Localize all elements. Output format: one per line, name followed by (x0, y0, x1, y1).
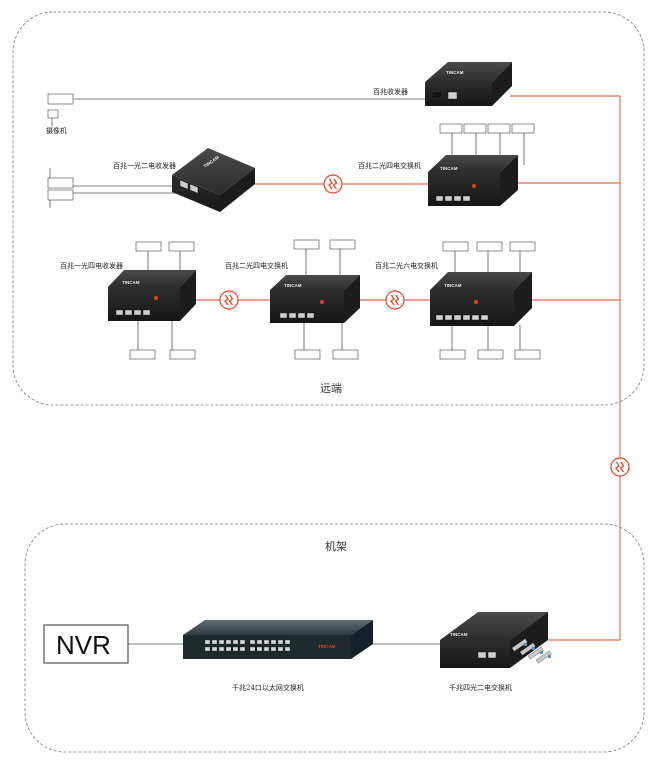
svg-text:TINCAM: TINCAM (444, 283, 462, 288)
device-port-box-icon (329, 239, 356, 250)
device-port-box-icon (294, 349, 321, 360)
device-port-box-icon (509, 241, 536, 252)
remote-zone-label: 远端 (320, 382, 342, 395)
fiber-trunk (510, 95, 621, 641)
device-port-box-icon (129, 349, 156, 360)
device-port-box-icon (135, 241, 162, 252)
device-port-box-icon (439, 123, 463, 134)
fast-2f6e-switch-device: TINCAM (430, 272, 532, 326)
device-port-box-icon (476, 241, 503, 252)
fast-1f2e-transceiver-device: TINCAM (172, 148, 255, 212)
rack-zone-label: 机架 (325, 539, 347, 553)
fast-2f4e-switch-mid-label: 百兆二光四电交换机 (225, 261, 288, 270)
device-port-box-icon (47, 177, 74, 189)
device-port-box-icon (47, 109, 59, 119)
device-port-box-icon (439, 349, 466, 360)
fast-2f6e-switch-label: 百兆二光六电交换机 (375, 261, 438, 270)
svg-text:TINCAM: TINCAM (318, 644, 336, 649)
fast-1f2e-transceiver-label: 百兆一光二电收发器 (113, 161, 176, 170)
fast-1f4e-transceiver-device: TINCAM (108, 270, 196, 321)
nvr-box (43, 624, 129, 664)
device-port-box-icon (477, 349, 504, 360)
fiber-link-icon (610, 457, 630, 477)
fast-2f4e-switch-mid-device: TINCAM (270, 275, 360, 323)
svg-text:TINCAM: TINCAM (122, 280, 140, 285)
fast-transceiver-device: TINCAM (425, 62, 512, 106)
fiber-links (195, 95, 621, 641)
fast-transceiver-label: 百兆收发器 (373, 87, 408, 96)
device-port-box-icon (169, 349, 196, 360)
gigabit-4f2e-switch-label: 千兆四光二电交换机 (449, 683, 512, 692)
remote-zone-border (12, 11, 645, 406)
svg-text:TINCAM: TINCAM (450, 632, 468, 637)
device-port-box-icon (293, 239, 320, 250)
device-port-box-icon (332, 349, 359, 360)
camera-label: 摄像机 (46, 126, 67, 135)
fast-2f4e-switch-top-device: TINCAM (428, 155, 518, 206)
gigabit-24port-switch-label: 千兆24口以太网交换机 (232, 683, 304, 692)
fiber-link-icon (385, 290, 405, 310)
gigabit-4f2e-switch-device: TINCAM (440, 612, 552, 668)
device-port-boxes (47, 93, 541, 360)
fast-1f4e-transceiver-label: 百兆一光四电收发器 (60, 261, 123, 270)
fiber-link-icon (323, 174, 343, 194)
svg-text:TINCAM: TINCAM (446, 70, 464, 75)
device-port-box-icon (47, 189, 74, 201)
svg-text:TINCAM: TINCAM (284, 283, 302, 288)
device-port-box-icon (487, 123, 511, 134)
device-port-box-icon (463, 123, 487, 134)
device-port-box-icon (442, 241, 469, 252)
fast-2f4e-switch-top-label: 百兆二光四电交换机 (358, 161, 421, 170)
device-port-box-icon (511, 123, 535, 134)
nvr-label: NVR (56, 630, 111, 660)
fiber-link-icon (219, 290, 239, 310)
gigabit-24port-switch-device: TINCAM (183, 620, 373, 659)
rack-zone-border (24, 523, 645, 753)
device-port-box-icon (47, 93, 74, 105)
device-port-box-icon (168, 241, 195, 252)
device-port-box-icon (514, 349, 541, 360)
svg-text:TINCAM: TINCAM (440, 166, 458, 171)
